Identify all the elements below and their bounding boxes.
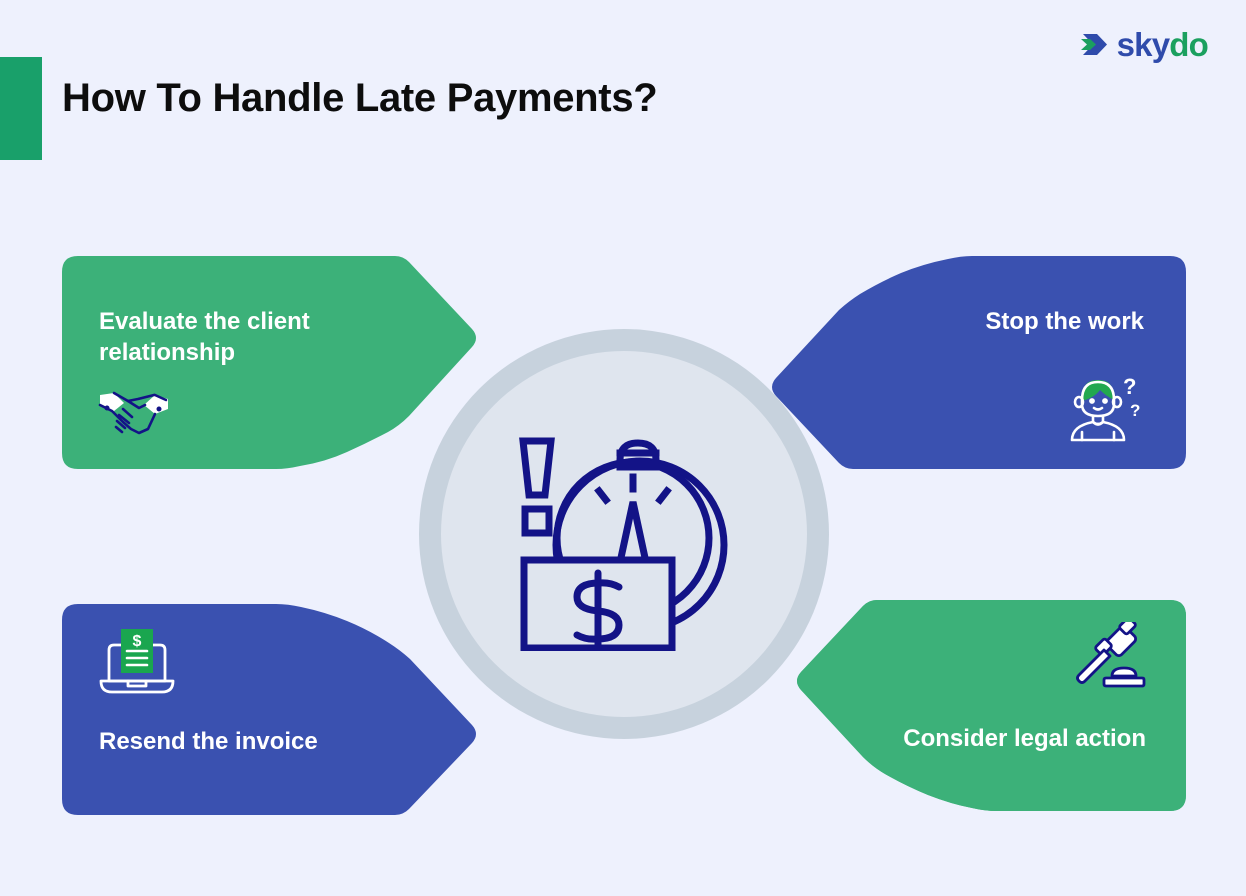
card-shape-arrow-right [62, 256, 476, 469]
overdue-payment-stopwatch-icon [519, 437, 728, 651]
brand-logo-text-sky: sky [1116, 26, 1170, 63]
confused-person-icon: ? ? [1070, 374, 1140, 442]
svg-text:?: ? [1123, 374, 1136, 399]
skydo-chevron-logo-icon [1080, 33, 1107, 55]
card-title: Consider legal action [903, 725, 1146, 752]
brand-logo-text-do: do [1169, 26, 1209, 63]
card-content: Consider legal action [766, 600, 1186, 813]
card-title: Stop the work [985, 308, 1144, 335]
svg-text:$: $ [133, 633, 142, 650]
card-shape-arrow-left [772, 256, 1186, 469]
card-title: Evaluate the client relationship [99, 308, 310, 367]
brand-logo-text: skydo [1116, 26, 1209, 63]
card-consider-legal-action[interactable]: Consider legal action [766, 600, 1186, 813]
title-accent-bar [0, 57, 42, 160]
svg-text:?: ? [1130, 401, 1140, 420]
card-shape-arrow-left [797, 600, 1186, 811]
card-content: $ Resend the invoice [62, 604, 486, 815]
brand-logo: skydo [1080, 26, 1209, 63]
handshake-icon [98, 391, 168, 435]
gavel-icon [1076, 622, 1146, 688]
card-title: Resend the invoice [99, 728, 318, 755]
center-hub [419, 329, 829, 739]
card-content: Stop the work ? ? [762, 256, 1186, 469]
card-stop-the-work[interactable]: Stop the work ? ? [762, 256, 1186, 469]
card-content: Evaluate the client relationship [62, 256, 478, 469]
laptop-invoice-icon: $ [99, 629, 175, 694]
card-evaluate-client-relationship[interactable]: Evaluate the client relationship [62, 256, 478, 469]
page-title: How To Handle Late Payments? [62, 76, 658, 120]
card-resend-the-invoice[interactable]: $ Resend the invoice [62, 604, 486, 815]
